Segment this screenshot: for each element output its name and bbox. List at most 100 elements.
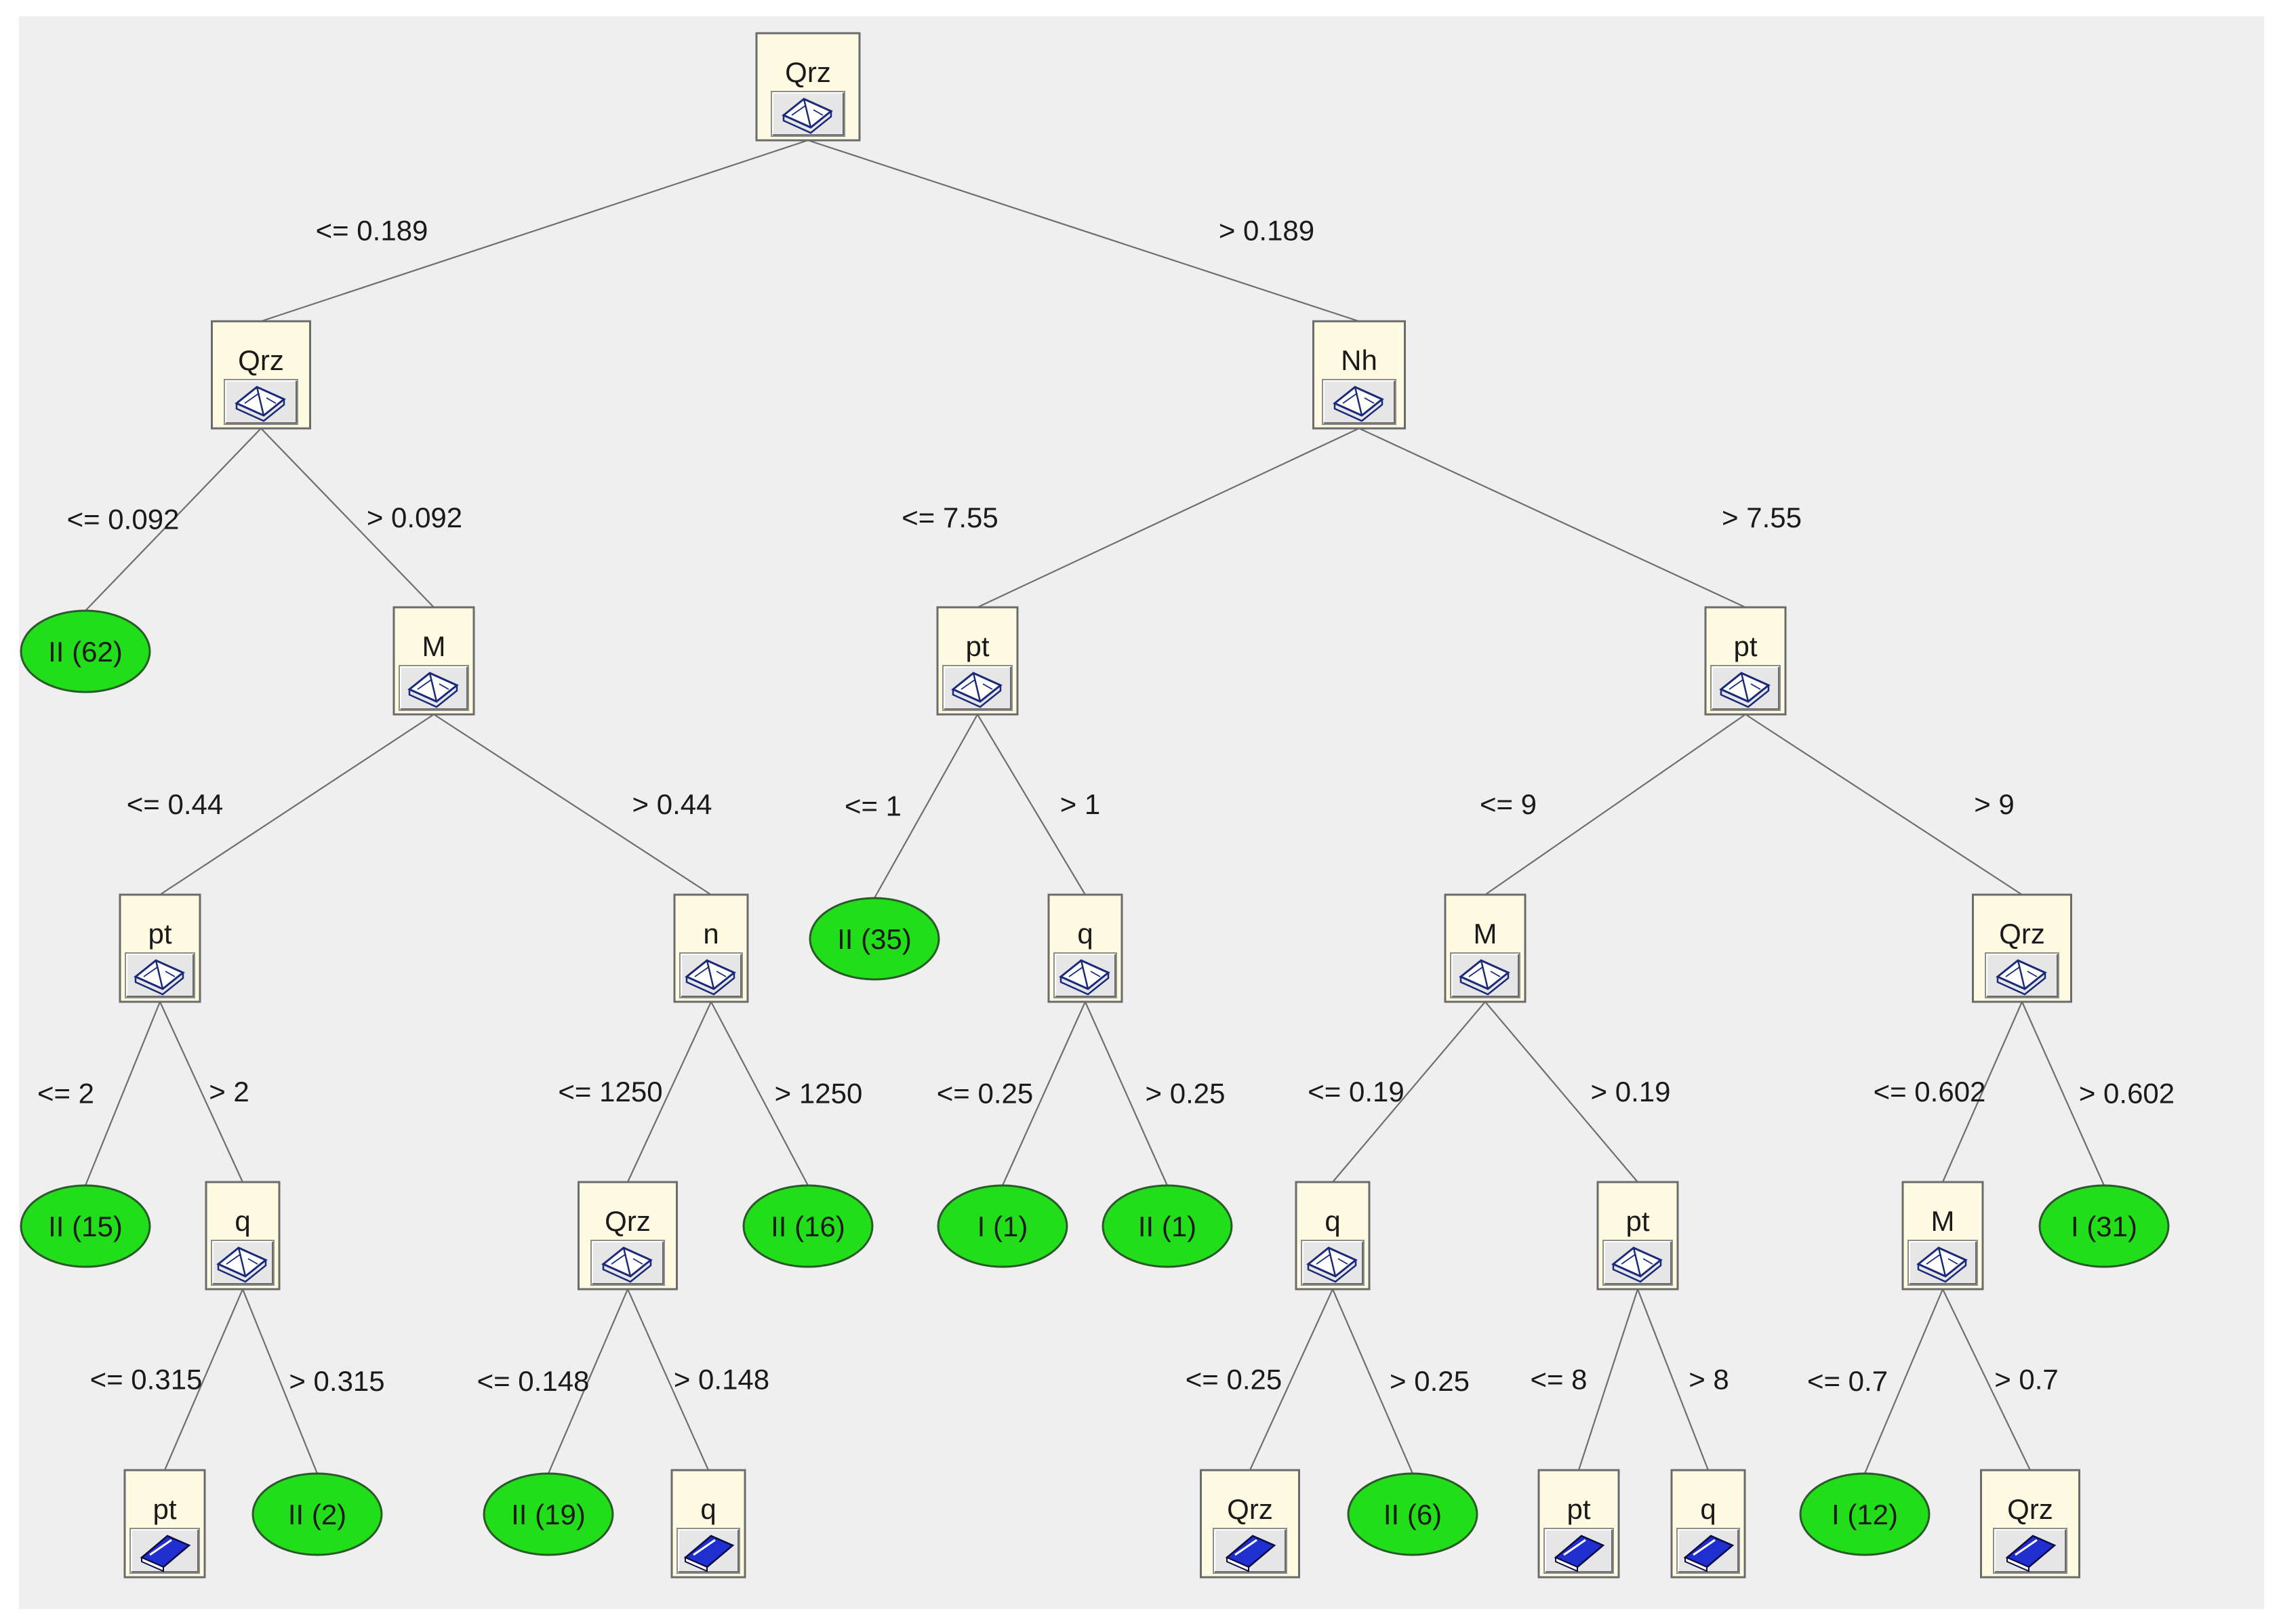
edge-condition-label: <= 9 xyxy=(1480,788,1537,820)
split-attribute-label: pt xyxy=(148,918,171,950)
leaf-ellipse xyxy=(483,1472,614,1556)
tree-edge: > 0.092 xyxy=(260,428,462,608)
split-attribute-label: q xyxy=(1700,1493,1716,1525)
split-node[interactable]: Nh xyxy=(1312,320,1406,430)
tree-edge: > 0.19 xyxy=(1484,1001,1670,1183)
edge-line xyxy=(1941,1001,2023,1183)
edge-condition-label: <= 7.55 xyxy=(902,502,998,533)
tree-edge: <= 9 xyxy=(1480,714,1746,895)
tree-edge: > 0.25 xyxy=(1331,1288,1470,1474)
split-node[interactable]: Qrz xyxy=(1980,1469,2080,1579)
split-node[interactable]: pt xyxy=(1596,1181,1679,1291)
split-attribute-label: Qrz xyxy=(1999,918,2045,950)
split-node[interactable]: M xyxy=(392,606,475,716)
split-node[interactable]: M xyxy=(1444,893,1527,1003)
tree-edge: > 7.55 xyxy=(1358,428,1802,608)
split-node[interactable]: Qrz xyxy=(1972,893,2072,1003)
split-node[interactable]: Qrz xyxy=(1200,1469,1300,1579)
expand-node-button[interactable] xyxy=(676,1528,740,1574)
edge-condition-label: > 1250 xyxy=(775,1078,863,1110)
open-book-icon xyxy=(1611,1246,1663,1283)
split-node[interactable]: q xyxy=(670,1469,746,1579)
split-node[interactable]: q xyxy=(205,1181,281,1291)
split-node[interactable]: pt xyxy=(936,606,1019,716)
expand-node-button[interactable] xyxy=(1993,1528,2067,1574)
edge-condition-label: <= 0.189 xyxy=(316,215,428,247)
expand-node-button[interactable] xyxy=(1985,952,2059,998)
expand-node-button[interactable] xyxy=(1907,1240,1978,1286)
split-node[interactable]: pt xyxy=(123,1469,206,1579)
tree-edge: > 0.25 xyxy=(1084,1001,1226,1186)
leaf-node[interactable]: I (1) xyxy=(937,1184,1068,1268)
open-book-icon xyxy=(951,672,1003,708)
edge-condition-label: > 1 xyxy=(1060,788,1101,820)
expand-node-button[interactable] xyxy=(211,1240,275,1286)
tree-edge: > 9 xyxy=(1745,714,2023,895)
expand-node-button[interactable] xyxy=(771,91,845,137)
expand-node-button[interactable] xyxy=(125,952,195,998)
closed-book-icon xyxy=(140,1535,191,1572)
edge-condition-label: > 0.092 xyxy=(367,502,462,533)
expand-node-button[interactable] xyxy=(129,1528,200,1574)
leaf-node[interactable]: II (62) xyxy=(20,609,151,693)
leaf-label: I (12) xyxy=(1832,1499,1898,1530)
tree-edge: <= 0.25 xyxy=(1186,1288,1334,1471)
leaf-node[interactable]: I (12) xyxy=(1799,1472,1931,1556)
decision-tree-diagram: <= 0.189> 0.189<= 0.092> 0.092<= 7.55> 7… xyxy=(20,32,2175,1579)
leaf-node[interactable]: II (6) xyxy=(1347,1472,1478,1556)
split-node[interactable]: M xyxy=(1901,1181,1984,1291)
expand-node-button[interactable] xyxy=(1301,1240,1365,1286)
edge-condition-label: > 0.189 xyxy=(1219,215,1314,247)
leaf-label: II (19) xyxy=(511,1499,586,1530)
expand-node-button[interactable] xyxy=(1543,1528,1614,1574)
leaf-node[interactable]: II (15) xyxy=(20,1184,151,1268)
tree-edge: > 0.148 xyxy=(626,1288,769,1471)
leaf-label: II (6) xyxy=(1383,1499,1442,1530)
expand-node-button[interactable] xyxy=(1602,1240,1673,1286)
expand-node-button[interactable] xyxy=(590,1240,665,1286)
edge-condition-label: > 0.25 xyxy=(1146,1078,1226,1110)
expand-node-button[interactable] xyxy=(1710,665,1781,711)
split-node[interactable]: n xyxy=(673,893,749,1003)
tree-edge: <= 0.602 xyxy=(1874,1001,2023,1183)
expand-node-button[interactable] xyxy=(1676,1528,1740,1574)
edge-line xyxy=(1745,714,2023,895)
leaf-node[interactable]: II (1) xyxy=(1102,1184,1233,1268)
expand-node-button[interactable] xyxy=(224,379,298,425)
tree-edge: <= 7.55 xyxy=(902,428,1360,608)
split-node[interactable]: Qrz xyxy=(578,1181,678,1291)
expand-node-button[interactable] xyxy=(399,665,469,711)
expand-node-button[interactable] xyxy=(942,665,1013,711)
split-node[interactable]: Qrz xyxy=(755,32,861,142)
split-node[interactable]: pt xyxy=(1704,606,1787,716)
leaf-node[interactable]: II (16) xyxy=(742,1184,874,1268)
split-node[interactable]: pt xyxy=(119,893,201,1003)
split-attribute-label: pt xyxy=(153,1493,176,1525)
split-attribute-label: M xyxy=(1474,918,1497,950)
leaf-ellipse xyxy=(251,1472,383,1556)
expand-node-button[interactable] xyxy=(1053,952,1117,998)
leaf-node[interactable]: II (19) xyxy=(483,1472,614,1556)
expand-node-button[interactable] xyxy=(1450,952,1520,998)
open-book-icon xyxy=(685,959,736,996)
leaf-node[interactable]: I (31) xyxy=(2038,1184,2170,1268)
leaf-node[interactable]: II (35) xyxy=(809,897,940,981)
leaf-node[interactable]: II (2) xyxy=(251,1472,383,1556)
edge-line xyxy=(626,1288,710,1471)
split-node[interactable]: pt xyxy=(1537,1469,1620,1579)
edge-condition-label: <= 0.602 xyxy=(1874,1076,1986,1108)
expand-node-button[interactable] xyxy=(1213,1528,1287,1574)
split-node[interactable]: Qrz xyxy=(211,320,311,430)
expand-node-button[interactable] xyxy=(1322,379,1396,425)
split-attribute-label: pt xyxy=(965,630,989,662)
split-node[interactable]: q xyxy=(1047,893,1123,1003)
expand-node-button[interactable] xyxy=(679,952,743,998)
split-node[interactable]: q xyxy=(1295,1181,1371,1291)
split-node[interactable]: q xyxy=(1670,1469,1746,1579)
split-attribute-label: q xyxy=(700,1493,716,1525)
open-book-icon xyxy=(1333,386,1384,422)
edge-condition-label: <= 0.315 xyxy=(90,1364,203,1396)
tree-edge: <= 0.148 xyxy=(477,1288,629,1474)
edge-line xyxy=(85,428,262,611)
closed-book-icon xyxy=(1554,1535,1605,1572)
